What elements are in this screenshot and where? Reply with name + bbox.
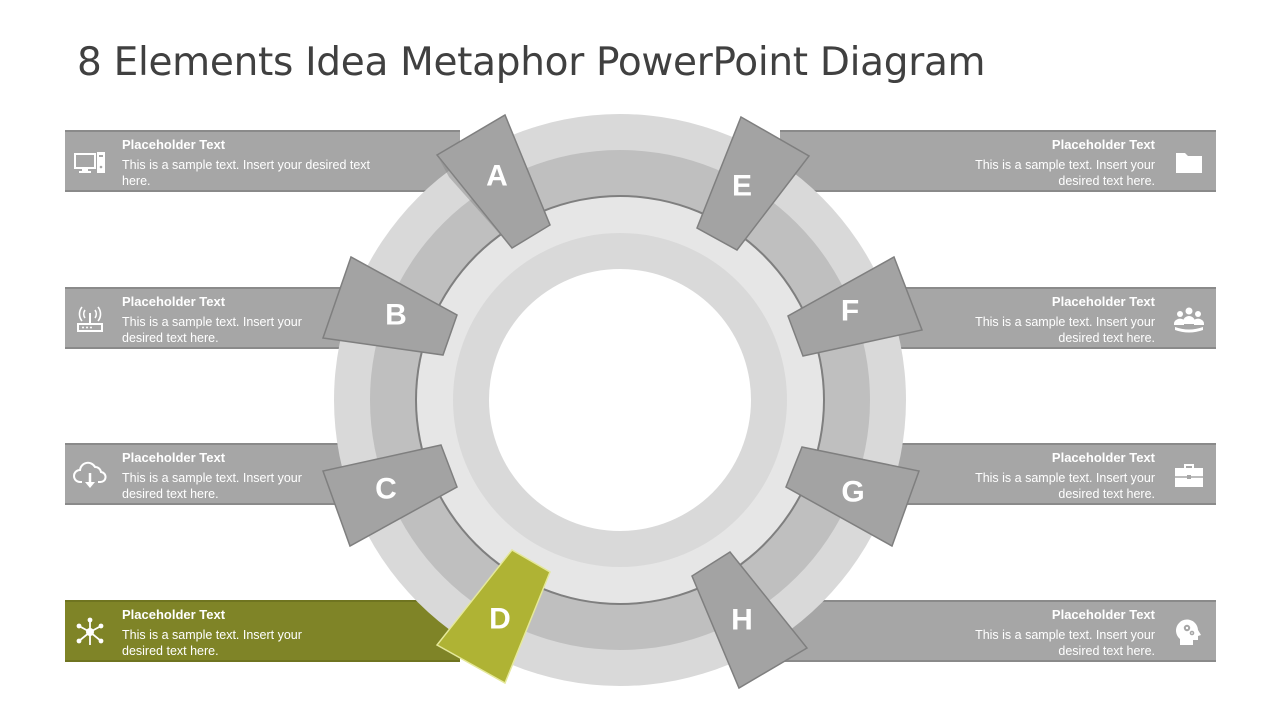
bar-item-a: Placeholder Text This is a sample text. …: [65, 130, 460, 192]
tab-letter-g: G: [841, 476, 864, 509]
tab-h[interactable]: H: [691, 551, 809, 690]
team-icon: [1173, 307, 1205, 333]
bar-item-c: Placeholder Text This is a sample text. …: [65, 443, 350, 505]
item-description: This is a sample text. Insert your desir…: [122, 158, 371, 188]
tab-e[interactable]: E: [696, 115, 811, 251]
item-heading: Placeholder Text: [1051, 294, 1155, 309]
tab-b[interactable]: B: [321, 255, 458, 356]
head-gears-icon: [1176, 619, 1201, 645]
tab-letter-b: B: [385, 299, 407, 332]
tab-g[interactable]: G: [785, 446, 920, 548]
slide-title: 8 Elements Idea Metaphor PowerPoint Diag…: [77, 40, 986, 85]
tab-d[interactable]: D: [435, 549, 551, 685]
tab-letter-h: H: [731, 604, 753, 637]
router-icon: [77, 306, 103, 332]
bar-item-d: Placeholder Text This is a sample text. …: [65, 600, 460, 662]
center-hole: [489, 269, 751, 531]
cloud-download-icon: [73, 461, 107, 488]
bar-item-h: Placeholder Text This is a sample text. …: [780, 600, 1216, 662]
tab-letter-d: D: [489, 603, 511, 636]
briefcase-icon: [1175, 464, 1203, 487]
tab-letter-a: A: [486, 160, 508, 193]
item-heading: Placeholder Text: [122, 607, 226, 622]
tab-a[interactable]: A: [435, 113, 551, 249]
computer-icon: [74, 152, 105, 173]
item-heading: Placeholder Text: [1051, 137, 1155, 152]
item-heading: Placeholder Text: [122, 137, 226, 152]
bar-item-b: Placeholder Text This is a sample text. …: [65, 287, 350, 349]
tab-letter-e: E: [732, 170, 752, 203]
tab-letter-f: F: [841, 295, 859, 328]
item-heading: Placeholder Text: [1051, 450, 1155, 465]
bar-item-e: Placeholder Text This is a sample text. …: [780, 130, 1216, 192]
item-heading: Placeholder Text: [122, 450, 226, 465]
item-heading: Placeholder Text: [122, 294, 226, 309]
tab-letter-c: C: [375, 473, 397, 506]
tab-c[interactable]: C: [322, 444, 458, 548]
tab-f[interactable]: F: [787, 255, 924, 357]
item-heading: Placeholder Text: [1051, 607, 1155, 622]
network-hub-icon: [76, 617, 104, 645]
folder-icon: [1176, 153, 1202, 173]
